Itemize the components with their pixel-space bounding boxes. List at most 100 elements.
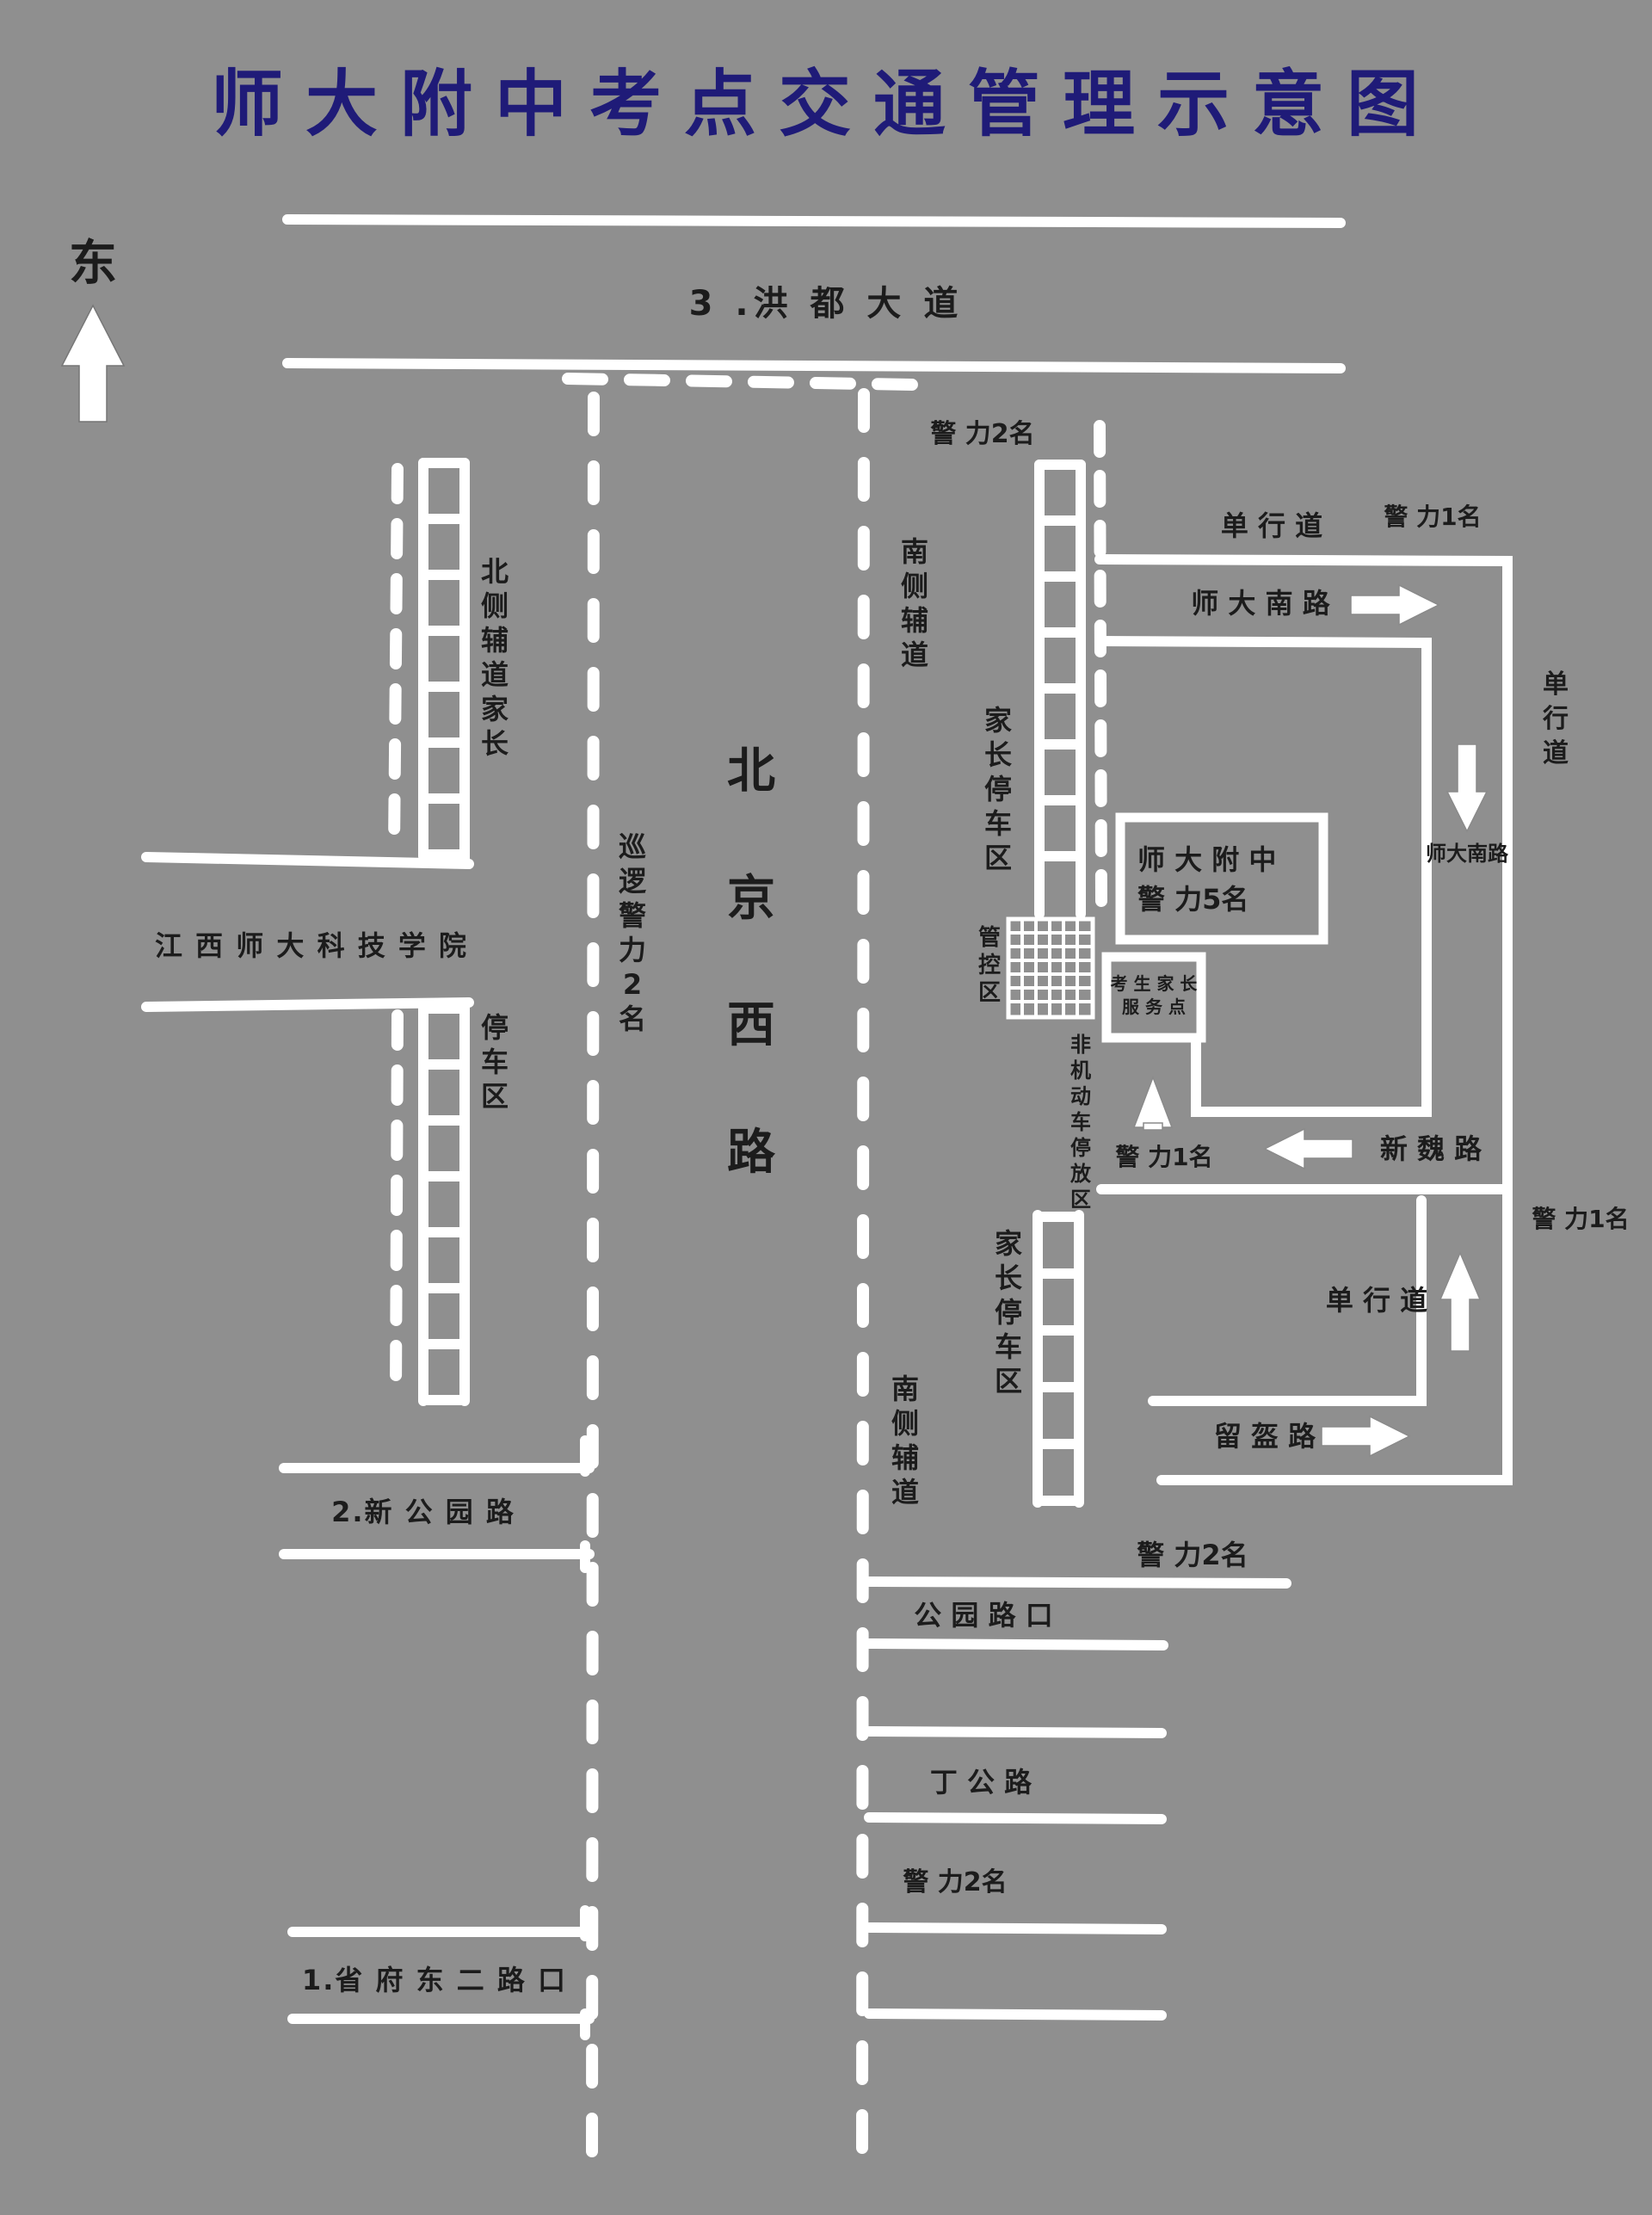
parent-parking-char: 停 [984, 773, 1012, 805]
patrol-char: 名 [619, 1003, 646, 1035]
up-arrow-icon [60, 304, 126, 423]
hongdu-road-bottom-edge [282, 358, 1346, 373]
school-box [1115, 812, 1328, 945]
parent-parking-char: 车 [995, 1330, 1022, 1363]
police-near-service-label: 警 力1名 [1115, 1143, 1212, 1171]
map-title: 师大附中考点交通管理示意图 [211, 62, 1441, 146]
police-top-south-label: 警 力2名 [930, 419, 1034, 449]
hongdu-road-label: 3 .洪 都 大 道 [689, 284, 964, 324]
beijing-road-label: 北 京 西 路 [727, 743, 776, 1181]
south-aux-char: 南 [891, 1373, 919, 1405]
service-point-line-2: 服 务 点 [1122, 996, 1186, 1017]
south-aux-top-label: 南 侧 辅 道 [901, 535, 928, 671]
south-aux-char: 辅 [891, 1441, 919, 1474]
parent-parking-char: 区 [984, 842, 1012, 874]
parent-parking-char: 家 [984, 704, 1012, 737]
bike-parking-char: 放 [1069, 1162, 1092, 1186]
patrol-char: 力 [619, 934, 646, 966]
control-zone-char: 区 [978, 980, 1001, 1006]
parent-parking-bottom-label: 家 长 停 车 区 [995, 1227, 1022, 1397]
patrol-char: 巡 [619, 830, 646, 863]
liuying-loop [1156, 1184, 1513, 1485]
compass-label: 东 [69, 236, 117, 292]
parent-parking-char: 家 [995, 1227, 1022, 1260]
north-parents-char: 道 [481, 658, 509, 691]
school-police-label: 警 力5名 [1137, 883, 1248, 916]
shengfu-road-label: 1.省 府 东 二 路 口 [302, 1964, 567, 1996]
north-parents-char: 家 [481, 693, 509, 725]
one-way-right-char: 道 [1543, 738, 1569, 768]
patrol-char: 2 [623, 968, 642, 1001]
gongyuan-road-label: 公 园 路 口 [914, 1599, 1052, 1632]
north-parents-char: 北 [481, 555, 509, 588]
control-zone-grid-icon [1006, 916, 1095, 1020]
north-parents-label: 北 侧 辅 道 家 长 [481, 555, 509, 760]
college-road-top-edge [141, 852, 474, 869]
north-parking-ladder [388, 458, 470, 867]
parking-left-char: 区 [481, 1080, 509, 1113]
bike-parking-char: 机 [1070, 1058, 1091, 1083]
south-aux-char: 侧 [901, 570, 928, 602]
liuying-road-upper [1148, 1195, 1427, 1406]
north-parents-char: 长 [481, 727, 509, 760]
patrol-label: 巡 逻 警 力 2 名 [619, 830, 646, 1035]
parent-parking-char: 停 [995, 1296, 1022, 1329]
police-right-mid-label: 警 力1名 [1532, 1205, 1629, 1233]
xin-gongyuan-road-label: 2.新 公 园 路 [331, 1496, 515, 1528]
police-gongyuan-label: 警 力2名 [1137, 1539, 1248, 1571]
parent-parking-char: 长 [995, 1262, 1022, 1294]
direction-arrow-icon [1446, 743, 1489, 833]
one-way-top-label: 单 行 道 [1221, 509, 1322, 542]
south-aux-char: 南 [901, 535, 928, 568]
beijing-road-lane-right [856, 388, 870, 2175]
parking-left-char: 停 [481, 1011, 509, 1044]
one-way-loop-inner [1094, 636, 1432, 1117]
bike-parking-char: 停 [1070, 1136, 1091, 1160]
bike-parking-char: 动 [1070, 1084, 1091, 1108]
parent-parking-char: 车 [984, 807, 1012, 840]
lower-road-top-edge [864, 1922, 1167, 1934]
one-way-loop-outer [1094, 554, 1513, 1194]
lower-road-bottom-edge [864, 2008, 1167, 2021]
north-parents-char: 侧 [481, 589, 509, 622]
direction-arrow-icon [1321, 1415, 1411, 1458]
bike-parking-char: 区 [1070, 1188, 1091, 1212]
one-way-right-char: 单 [1543, 669, 1569, 700]
north-parents-char: 辅 [481, 624, 509, 657]
bike-parking-char: 车 [1070, 1110, 1091, 1134]
police-ding-gong-label: 警 力2名 [903, 1867, 1007, 1897]
parent-parking-char: 长 [984, 738, 1012, 771]
south-aux-bottom-label: 南 侧 辅 道 [891, 1373, 919, 1509]
direction-arrow-icon-shaft [1143, 1122, 1163, 1131]
ding-gong-road-top-edge [864, 1726, 1167, 1738]
left-parking-ladder [390, 1000, 470, 1406]
service-point-line-1: 考 生 家 长 [1111, 973, 1199, 994]
beijing-road-char: 北 [727, 743, 775, 799]
control-zone-label: 管 控 区 [978, 925, 1001, 1006]
hongdu-crosswalk-dashes [562, 373, 920, 391]
one-way-bottom-label: 单 行 道 [1326, 1284, 1427, 1317]
ding-gong-road-label: 丁 公 路 [930, 1766, 1032, 1799]
south-aux-char: 道 [901, 639, 928, 671]
beijing-road-char: 西 [727, 997, 775, 1053]
south-aux-char: 道 [891, 1476, 919, 1509]
parking-left-char: 车 [481, 1046, 509, 1078]
parent-parking-ladder-top [1034, 420, 1107, 919]
beijing-road-lane-left [586, 392, 600, 2175]
service-point-box [1101, 952, 1206, 1043]
bike-parking-label: 非 机 动 车 停 放 区 [1069, 1033, 1092, 1212]
bike-parking-char: 非 [1070, 1033, 1091, 1057]
parent-parking-char: 区 [995, 1365, 1022, 1397]
hongdu-road-top-edge [282, 214, 1346, 228]
college-road-bottom-edge [141, 997, 474, 1012]
school-name-label: 师 大 附 中 [1137, 843, 1276, 876]
direction-arrow-icon [1350, 583, 1440, 626]
control-zone-char: 控 [978, 953, 1001, 978]
ding-gong-road-bottom-edge [864, 1812, 1167, 1824]
shida-nan-road-top-label: 师 大 南 路 [1191, 587, 1330, 620]
parent-parking-ladder-bottom [1032, 1210, 1084, 1508]
beijing-road-char: 京 [727, 871, 775, 927]
police-top-right-label: 警 力1名 [1384, 503, 1481, 531]
direction-arrow-icon [1439, 1251, 1482, 1352]
